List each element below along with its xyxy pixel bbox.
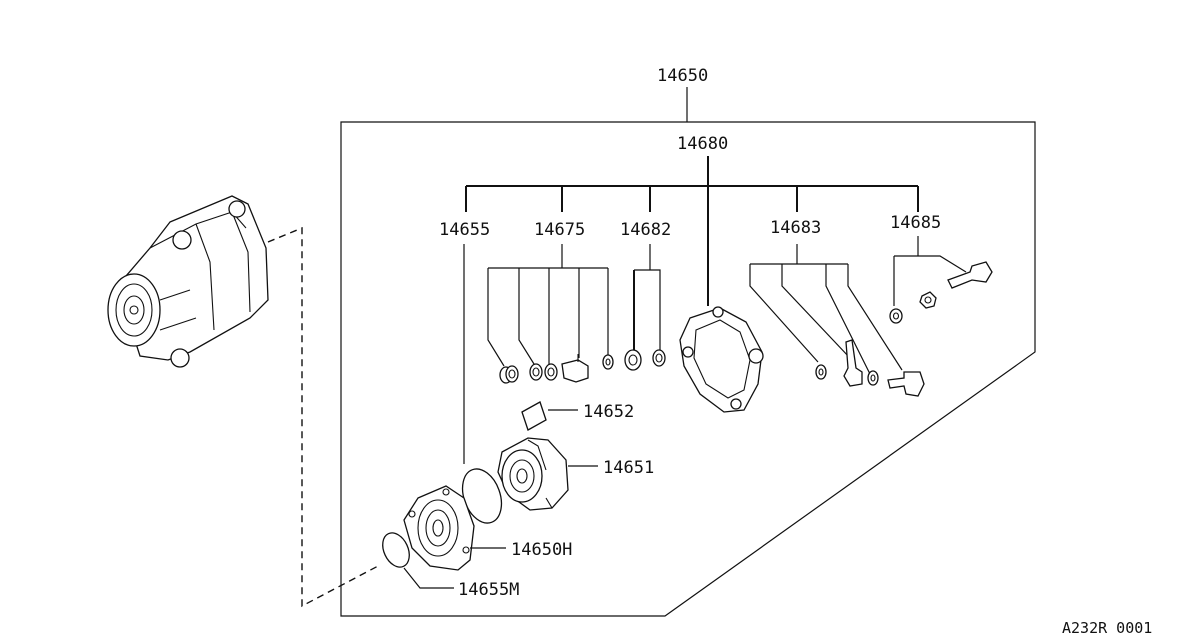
label-14685: 14685 <box>890 213 941 233</box>
leaders-14685 <box>893 236 967 306</box>
label-14655M: 14655M <box>458 580 519 600</box>
pump-body-illustration <box>107 195 269 368</box>
label-14650H: 14650H <box>511 540 572 560</box>
rear-cover-illustration <box>679 306 764 413</box>
leaders-14675 <box>487 244 609 367</box>
label-14652: 14652 <box>583 402 634 422</box>
label-kit: 14680 <box>677 134 728 154</box>
kit-tree <box>465 156 919 306</box>
part-14655M <box>382 532 454 589</box>
dashed-connector <box>267 226 381 608</box>
part-14650H <box>403 485 506 571</box>
label-14683: 14683 <box>770 218 821 238</box>
seal-kit-parts <box>499 354 614 384</box>
leaders-14683 <box>749 244 903 375</box>
label-14682: 14682 <box>620 220 671 240</box>
valve-parts-14682 <box>624 349 666 371</box>
label-assembly: 14650 <box>657 66 708 86</box>
label-14651: 14651 <box>603 458 654 478</box>
valve-parts-14683 <box>815 339 925 397</box>
part-14651 <box>497 437 598 511</box>
part-14652 <box>521 401 578 431</box>
bolt-parts-14685 <box>889 261 993 324</box>
leaders-14682 <box>633 244 661 352</box>
figure-code: A232R 0001 <box>1062 619 1152 637</box>
label-14675: 14675 <box>534 220 585 240</box>
assembly-frame <box>340 87 1036 617</box>
label-14655: 14655 <box>439 220 490 240</box>
